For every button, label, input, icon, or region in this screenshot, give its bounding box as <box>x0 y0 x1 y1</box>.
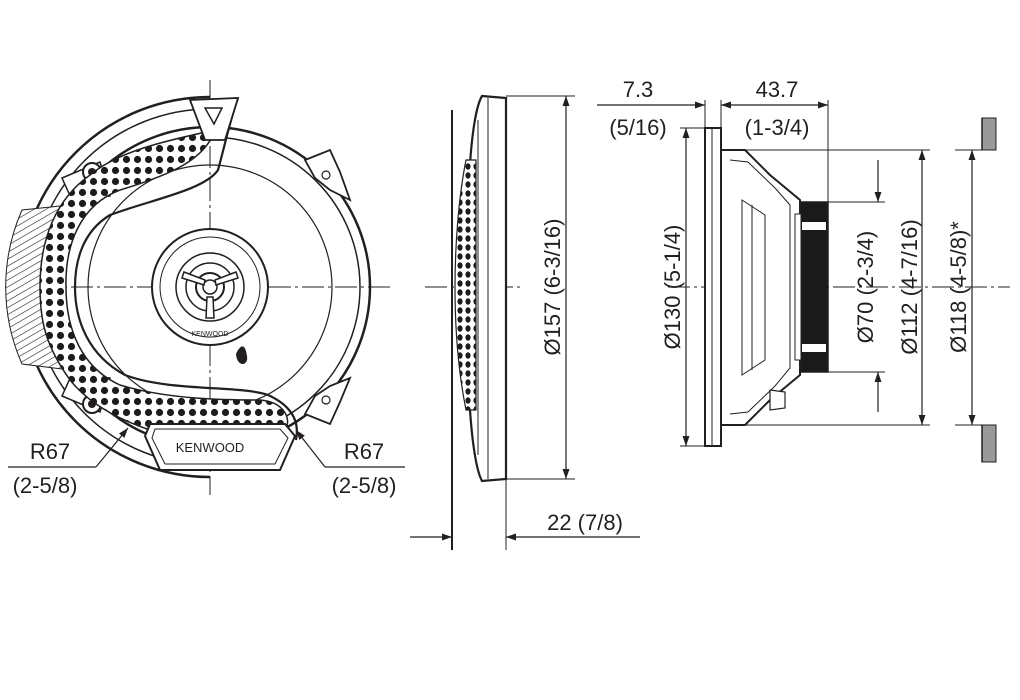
radius-annotation-right: R67 (2-5/8) <box>295 429 405 498</box>
radius-right-inch: (2-5/8) <box>332 473 397 498</box>
magnet-diameter-label: Ø70 (2-3/4) <box>853 231 878 344</box>
mount-depth-value: 43.7 <box>756 77 799 102</box>
basket-diameter-label: Ø112 (4-7/16) <box>897 219 922 354</box>
side-grille <box>454 159 477 411</box>
speaker-magnet <box>799 201 829 373</box>
flange-thickness-value: 7.3 <box>623 77 654 102</box>
tweeter: KENWOOD <box>151 228 269 364</box>
grille-outline <box>73 97 298 441</box>
brand-plate-text: KENWOOD <box>176 440 245 455</box>
mounting-ear-top-right <box>303 148 352 202</box>
speaker-basket <box>720 149 801 426</box>
front-grille <box>39 128 289 431</box>
wall-section <box>981 117 997 463</box>
radius-annotation-left: R67 (2-5/8) <box>8 427 129 498</box>
side-view: Ø157 (6-3/16) 22 (7/8) <box>410 94 640 550</box>
radius-right-value: R67 <box>344 439 384 464</box>
mount-depth-inch: (1-3/4) <box>745 115 810 140</box>
profile-view: 7.3 (5/16) 43.7 (1-3/4) Ø130 (5-1/4) Ø70… <box>597 77 1010 463</box>
frame-diameter-label: Ø130 (5-1/4) <box>660 225 685 350</box>
brand-plate: KENWOOD <box>143 423 297 471</box>
radius-left-inch: (2-5/8) <box>13 473 78 498</box>
tweeter-brand-text: KENWOOD <box>192 331 229 338</box>
radius-left-value: R67 <box>30 439 70 464</box>
mounting-ear-bottom-right <box>303 376 352 426</box>
flange-thickness-inch: (5/16) <box>609 115 666 140</box>
outer-diameter-label: Ø157 (6-3/16) <box>540 219 565 356</box>
depth-label: 22 (7/8) <box>547 510 623 535</box>
front-view: KENWOOD KENWOOD R67 (2-5/8) R67 <box>5 80 405 498</box>
mounting-flange <box>704 127 722 447</box>
top-tab <box>188 97 240 141</box>
cutout-diameter-label: Ø118 (4-5/8)* <box>946 221 971 353</box>
speaker-terminal <box>769 389 786 411</box>
